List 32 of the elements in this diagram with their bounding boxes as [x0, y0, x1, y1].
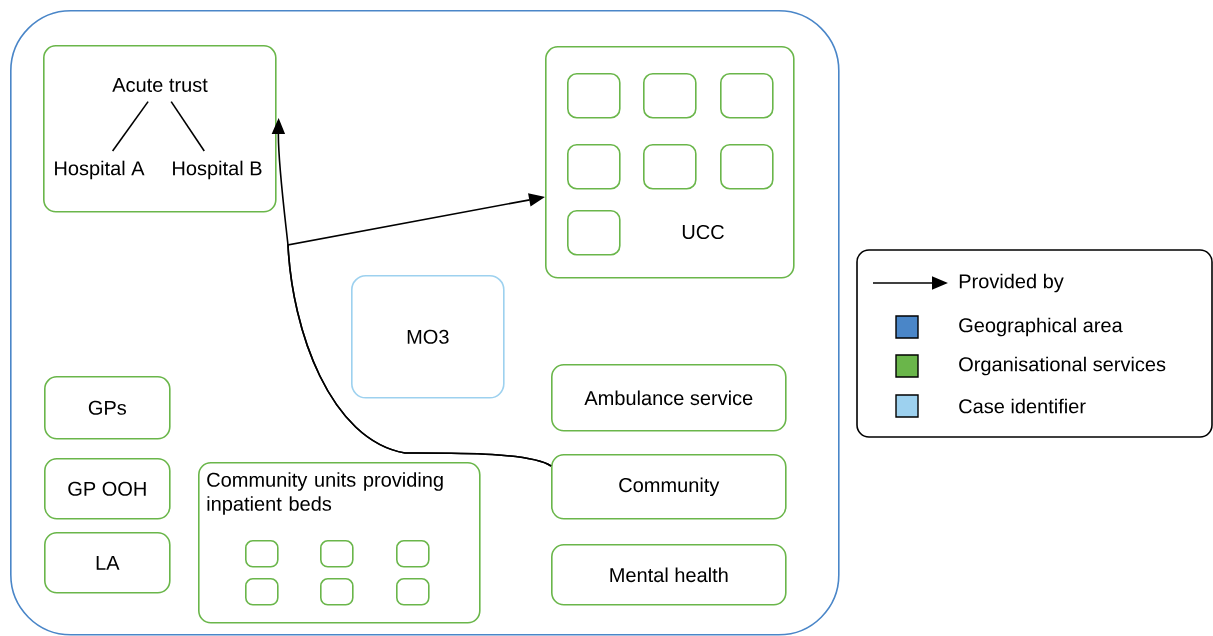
unit-box: [567, 210, 621, 256]
service-box: Mental health: [551, 544, 787, 606]
trust-label: Acute trust: [112, 78, 208, 92]
unit-box: [643, 144, 697, 190]
service-box: Ambulance service: [551, 364, 787, 432]
ucc-box: UCC: [545, 46, 795, 279]
connector-line: [111, 100, 149, 152]
connector-line: [170, 100, 206, 152]
bed-box: [320, 540, 354, 568]
bed-box: [396, 540, 430, 568]
bed-box: [396, 578, 430, 606]
unit-box: [720, 73, 774, 119]
bed-box: [320, 578, 354, 606]
service-box: GP OOH: [44, 458, 171, 520]
units-box: Community units providing inpatient beds: [198, 462, 481, 624]
unit-box: [643, 73, 697, 119]
hospital-label: Hospital B: [173, 160, 262, 180]
unit-box: [567, 73, 621, 119]
legend-label: Provided by: [959, 273, 1064, 293]
service-box: GPs: [44, 376, 171, 440]
arrow: [287, 193, 552, 467]
bed-box: [245, 540, 279, 568]
unit-box: [720, 144, 774, 190]
legend-label: Geographical area: [959, 317, 1123, 337]
legend-label: Organisational services: [959, 356, 1166, 376]
hospital-label: Hospital A: [55, 160, 145, 180]
legend-label: Case identifier: [959, 398, 1086, 414]
bed-box: [245, 578, 279, 606]
unit-box: [567, 144, 621, 190]
service-box: Community: [551, 454, 787, 520]
service-box: LA: [44, 532, 171, 594]
case-box: MO3: [351, 275, 505, 399]
